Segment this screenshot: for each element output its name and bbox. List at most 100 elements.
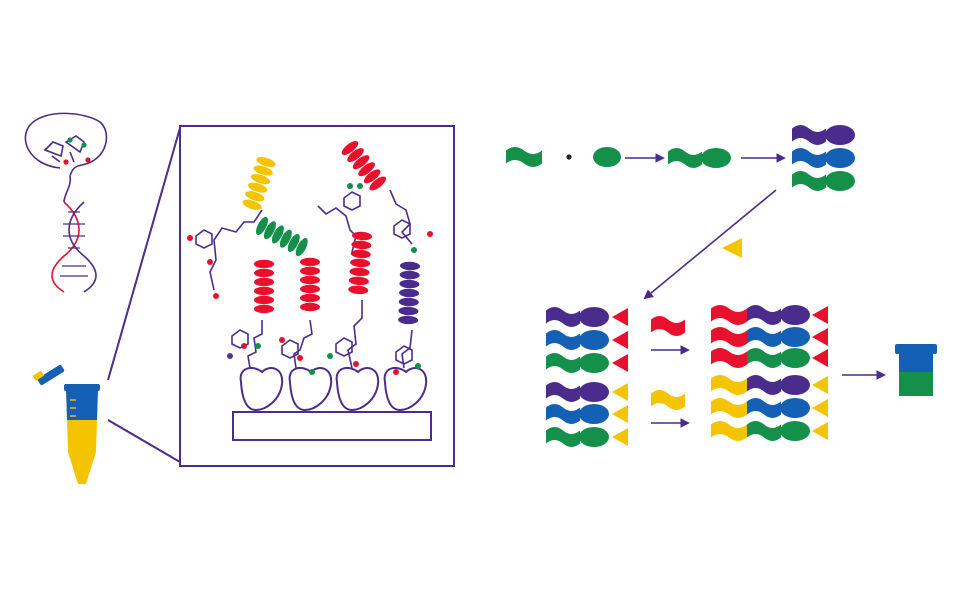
coil-turn: [279, 229, 292, 248]
coil-turn: [256, 156, 276, 168]
block-wavy: [747, 375, 781, 395]
block-oval: [825, 171, 855, 191]
block-wavy: [546, 404, 580, 424]
block-triangle: [612, 428, 628, 446]
block-oval: [579, 404, 609, 424]
block-oval: [593, 147, 621, 167]
block-wavy: [546, 330, 580, 350]
coil-turn: [400, 261, 420, 271]
block-wavy: [651, 316, 685, 336]
coil-red-2: [300, 257, 320, 312]
block-wavy: [711, 327, 747, 347]
coil-turn: [398, 315, 419, 325]
coil-turn: [399, 288, 420, 298]
block-oval: [825, 148, 855, 168]
block-triangle: [612, 308, 628, 326]
coil-turn: [348, 276, 369, 286]
coil-turn: [253, 165, 273, 176]
coil-turn: [398, 306, 419, 316]
coil-turn: [263, 221, 276, 240]
block-oval: [825, 125, 855, 145]
block-oval: [780, 327, 810, 347]
block-wavy: [546, 382, 580, 402]
yellow-triangle-reagent: [722, 238, 742, 258]
block-wavy: [711, 375, 747, 395]
coil-turn: [295, 238, 308, 257]
coil-turn: [287, 233, 300, 252]
block-triangle: [612, 383, 628, 401]
coil-turn: [399, 279, 420, 289]
block-wavy: [651, 390, 685, 410]
coil-turn: [352, 155, 370, 170]
coil-turn: [271, 225, 284, 244]
block-oval: [780, 375, 810, 395]
block-wavy: [668, 148, 702, 168]
coil-red-1: [254, 259, 274, 314]
block-wavy: [546, 427, 580, 447]
coil-turn: [254, 304, 274, 314]
block-wavy: [747, 305, 781, 325]
coil-turn: [254, 295, 274, 305]
coil-turn: [300, 257, 320, 267]
coil-turn: [347, 148, 364, 163]
coil-red-top: [341, 141, 386, 191]
coil-turn: [399, 270, 420, 280]
block-oval: [780, 305, 810, 325]
coil-turn: [254, 277, 274, 287]
block-wavy: [711, 348, 747, 368]
coil-turn: [254, 286, 274, 296]
block-wavy: [792, 125, 826, 145]
block-triangle: [612, 354, 628, 372]
block-wavy: [747, 348, 781, 368]
combinatorial-library-scheme: [506, 125, 937, 447]
coil-violet: [398, 261, 420, 325]
block-triangle: [812, 328, 828, 346]
block-wavy: [792, 171, 826, 191]
coil-turn: [348, 285, 369, 295]
block-oval: [701, 148, 731, 168]
coil-turn: [254, 259, 274, 269]
block-oval: [579, 330, 609, 350]
coil-turn: [349, 267, 370, 277]
coil-turn: [398, 297, 419, 307]
coil-turn: [248, 182, 268, 193]
coil-turn: [351, 240, 372, 250]
coil-turn: [256, 216, 268, 236]
block-oval: [780, 421, 810, 441]
block-wavy: [747, 327, 781, 347]
block-wavy: [506, 147, 542, 167]
block-wavy: [546, 353, 580, 373]
block-triangle: [612, 331, 628, 349]
coiled-strands: [242, 141, 420, 325]
coil-turn: [363, 169, 381, 184]
block-wavy: [747, 421, 781, 441]
coil-green: [256, 216, 308, 257]
coil-turn: [300, 284, 320, 294]
terminal-dots: [187, 183, 433, 375]
microtube-icon: [32, 364, 100, 484]
block-wavy: [546, 307, 580, 327]
block-oval: [780, 348, 810, 368]
coil-turn: [369, 176, 386, 191]
block-triangle: [812, 349, 828, 367]
coil-turn: [250, 174, 271, 185]
coil-turn: [350, 258, 371, 268]
magnifier-frame: [107, 125, 455, 467]
block-wavy: [747, 398, 781, 418]
coil-turn: [300, 266, 320, 276]
block-triangle: [812, 422, 828, 440]
linker-chains: [195, 189, 413, 369]
coil-turn: [350, 249, 371, 259]
coil-turn: [245, 191, 265, 202]
coil-yellow: [242, 156, 276, 210]
block-oval: [579, 307, 609, 327]
dna-aptamer-icon: [24, 112, 108, 293]
block-triangle: [812, 376, 828, 394]
coil-turn: [341, 141, 359, 155]
coil-turn: [358, 162, 375, 177]
block-triangle: [812, 399, 828, 417]
coil-red-3: [348, 231, 372, 295]
block-triangle: [812, 306, 828, 324]
block-wavy: [792, 148, 826, 168]
block-wavy: [711, 398, 747, 418]
